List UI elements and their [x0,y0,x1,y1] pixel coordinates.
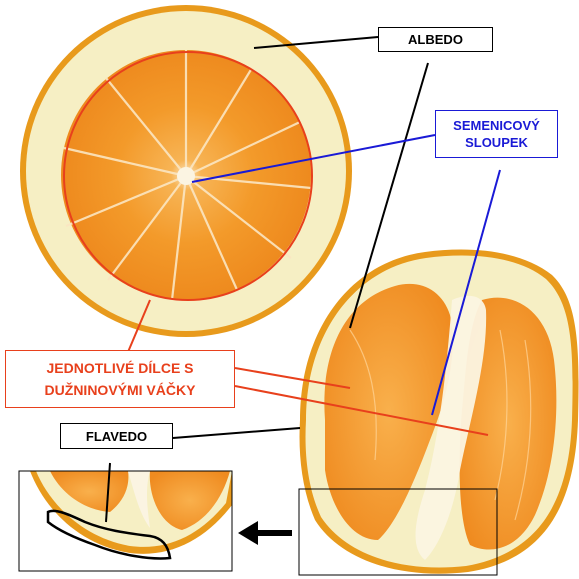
segments-label-line-1: JEDNOTLIVÉ DÍLCE S [46,357,193,379]
orange-half [300,250,579,574]
seed-column-label-line-2: SLOUPEK [465,134,528,151]
flavedo-label-text: FLAVEDO [86,428,147,445]
flavedo-label: FLAVEDO [60,423,173,449]
left-arrow-icon [238,521,292,545]
magnified-inset [19,471,232,571]
albedo-label: ALBEDO [378,27,493,52]
segments-label-line-2: DUŽNINOVÝMI VÁČKY [45,379,196,401]
orange-cross-section [20,5,352,337]
seed-column-label-line-1: SEMENICOVÝ [453,117,540,134]
segments-label: JEDNOTLIVÉ DÍLCE S DUŽNINOVÝMI VÁČKY [5,350,235,408]
seed-column-label: SEMENICOVÝ SLOUPEK [435,110,558,158]
albedo-label-text: ALBEDO [408,31,463,48]
